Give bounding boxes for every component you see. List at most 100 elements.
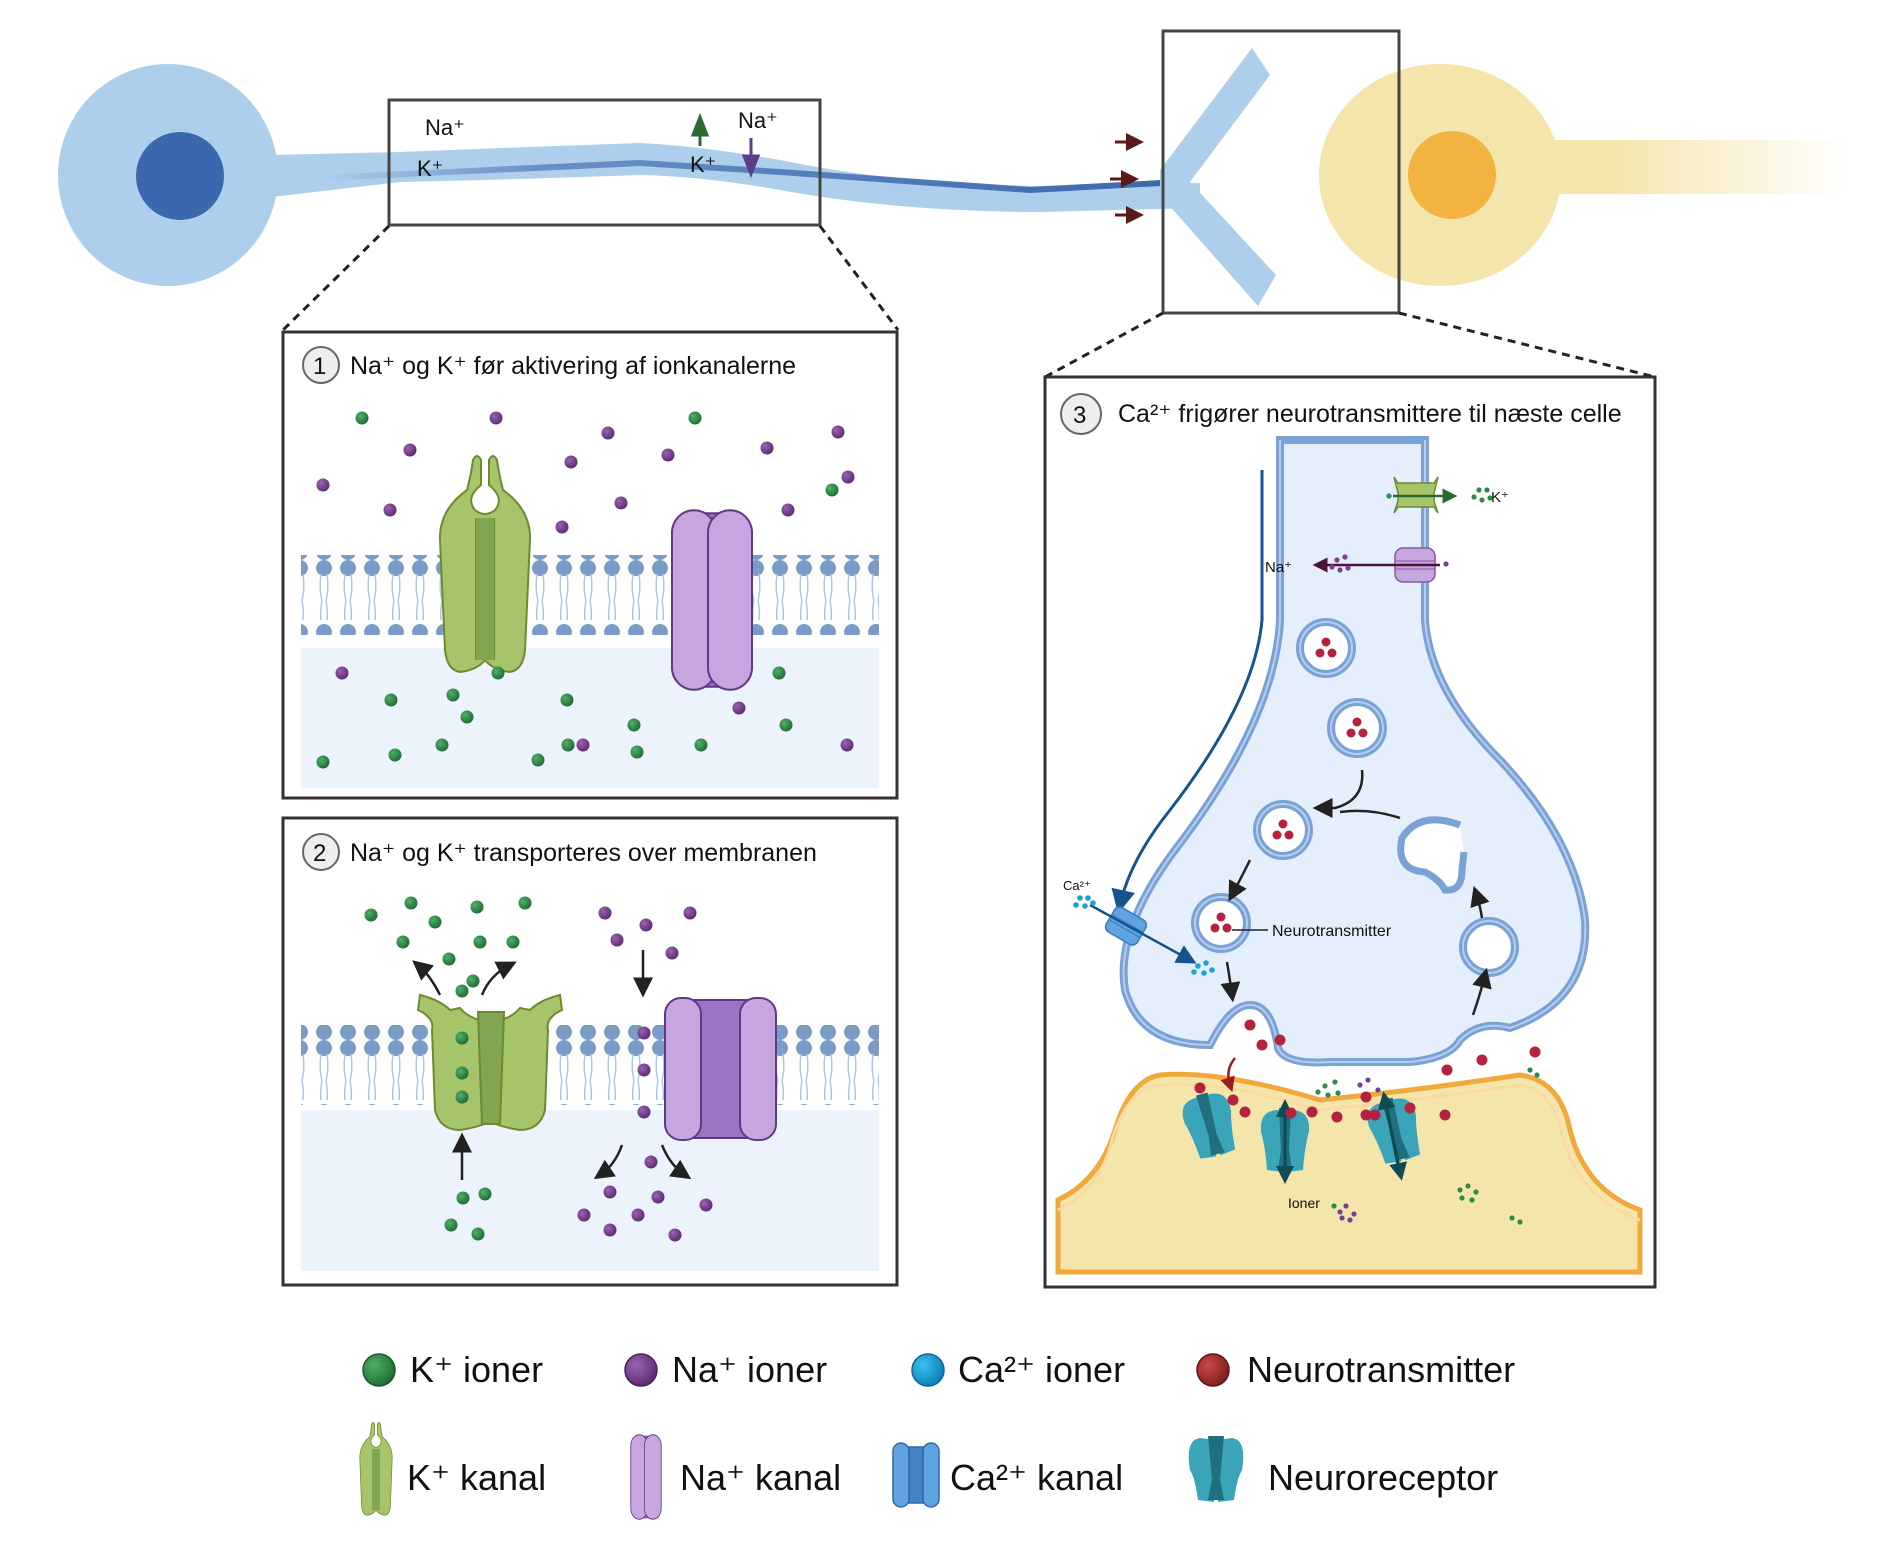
legend-item-k-ions: K⁺ ioner xyxy=(362,1349,543,1390)
k-ion xyxy=(460,710,474,724)
ca-ion xyxy=(1073,902,1079,908)
k-ion xyxy=(384,693,398,707)
k-ion xyxy=(491,666,505,680)
ca-ion xyxy=(1077,895,1083,901)
cycle-arrow-icon xyxy=(1312,769,1364,818)
ca-ion xyxy=(1085,895,1091,901)
postsynaptic-membrane xyxy=(1055,1071,1643,1275)
panel-1-ions xyxy=(316,411,855,769)
neurotransmitter xyxy=(1315,648,1325,658)
ca-ion xyxy=(1195,963,1201,969)
arrow-icon xyxy=(412,960,442,996)
axon-terminal xyxy=(1160,48,1276,306)
na-ion xyxy=(760,441,774,455)
na-ion xyxy=(1339,1215,1345,1221)
na-ion xyxy=(601,426,615,440)
arrow-icon xyxy=(660,1144,692,1180)
ca-ion xyxy=(1209,967,1215,973)
legend-item-na-ions: Na⁺ ioner xyxy=(624,1349,827,1390)
na-ion xyxy=(1343,1203,1349,1209)
k-ion xyxy=(779,718,793,732)
neurotransmitter xyxy=(1284,830,1294,840)
na-ion xyxy=(831,425,845,439)
k-ion xyxy=(1465,1183,1471,1189)
panel-1: 1 Na⁺ og K⁺ før aktivering af ionkanaler… xyxy=(281,330,899,800)
ca-ion xyxy=(1082,903,1088,909)
k-ion xyxy=(442,952,456,966)
na-ion xyxy=(598,906,612,920)
na-ion xyxy=(639,918,653,932)
k-channel-open-icon xyxy=(416,993,564,1132)
na-ion xyxy=(651,1190,665,1204)
k-ion xyxy=(1473,1189,1479,1195)
neurotransmitter xyxy=(1244,1019,1256,1031)
k-ion xyxy=(531,753,545,767)
k-ion xyxy=(1457,1187,1463,1193)
ca-label: Ca²⁺ xyxy=(1063,878,1091,893)
na-channel-icon xyxy=(670,509,754,691)
axon-label-na-right: Na⁺ xyxy=(738,108,778,133)
na-ion-icon xyxy=(624,1353,658,1387)
k-ion xyxy=(1471,494,1477,500)
na-channel-icon xyxy=(630,1434,662,1520)
na-ion xyxy=(637,1026,651,1040)
neurotransmitter xyxy=(1194,1082,1206,1094)
na-ion xyxy=(610,933,624,947)
panel-number-badge xyxy=(302,346,340,384)
na-ion xyxy=(631,1208,645,1222)
k-ion xyxy=(388,748,402,762)
na-ion xyxy=(699,1198,713,1212)
k-ion xyxy=(1386,493,1392,499)
legend-item-neurotransmitter: Neurotransmitter xyxy=(1196,1349,1515,1390)
k-ion xyxy=(1487,495,1493,501)
action-potential-arrow-icon xyxy=(1111,470,1264,914)
arrow-icon xyxy=(480,961,517,996)
na-ion xyxy=(603,1185,617,1199)
neurotransmitter xyxy=(1272,830,1282,840)
neurotransmitter-label: Neurotransmitter xyxy=(1272,923,1392,940)
neurotransmitter xyxy=(1404,1102,1416,1114)
na-ion xyxy=(1337,567,1343,573)
k-ion xyxy=(1325,1092,1331,1098)
k-ion xyxy=(455,984,469,998)
k-ion xyxy=(1331,1203,1337,1209)
panel-2: 2 Na⁺ og K⁺ transporteres over membranen xyxy=(281,816,899,1287)
legend-label: Ca²⁺ kanal xyxy=(950,1457,1123,1498)
k-ion xyxy=(1476,487,1482,493)
k-ion xyxy=(471,1227,485,1241)
panel-title: Na⁺ og K⁺ transporteres over membranen xyxy=(350,839,817,867)
na-ion xyxy=(1375,1087,1381,1093)
k-ion-icon xyxy=(362,1353,396,1387)
k-channel-icon xyxy=(359,1421,393,1516)
axon-label-k-right: K⁺ xyxy=(690,152,716,177)
k-ion xyxy=(1534,1072,1540,1078)
na-influx-arrow-icon xyxy=(741,138,761,179)
k-ion xyxy=(1509,1215,1515,1221)
release-arrow-icon xyxy=(1220,1057,1236,1093)
neurotransmitter xyxy=(1227,1094,1239,1106)
legend-label: Ca²⁺ ioner xyxy=(958,1349,1125,1390)
ion-flow-arrow-icon xyxy=(1383,1099,1407,1181)
na-ion xyxy=(637,1063,651,1077)
k-ion xyxy=(396,935,410,949)
k-ion xyxy=(444,1218,458,1232)
panel-title: Ca²⁺ frigører neurotransmittere til næst… xyxy=(1118,400,1622,428)
ca-ion xyxy=(1203,960,1209,966)
k-ion xyxy=(1332,1079,1338,1085)
k-ion xyxy=(364,908,378,922)
vesicle-full xyxy=(1191,893,1251,953)
neurotransmitter xyxy=(1278,819,1288,829)
na-ion xyxy=(668,1228,682,1242)
cell-membrane xyxy=(301,1025,879,1105)
k-ion xyxy=(1335,1090,1341,1096)
na-ion xyxy=(489,411,503,425)
ca-influx-arrow-icon xyxy=(1089,903,1197,964)
neurotransmitter xyxy=(1529,1046,1541,1058)
neurotransmitter xyxy=(1216,912,1226,922)
k-ion xyxy=(1459,1195,1465,1201)
vesicle-full xyxy=(1296,618,1356,678)
neurotransmitter-icon xyxy=(1196,1353,1230,1387)
neurotransmitter xyxy=(1239,1106,1251,1118)
legend-label: Neurotransmitter xyxy=(1247,1349,1515,1390)
